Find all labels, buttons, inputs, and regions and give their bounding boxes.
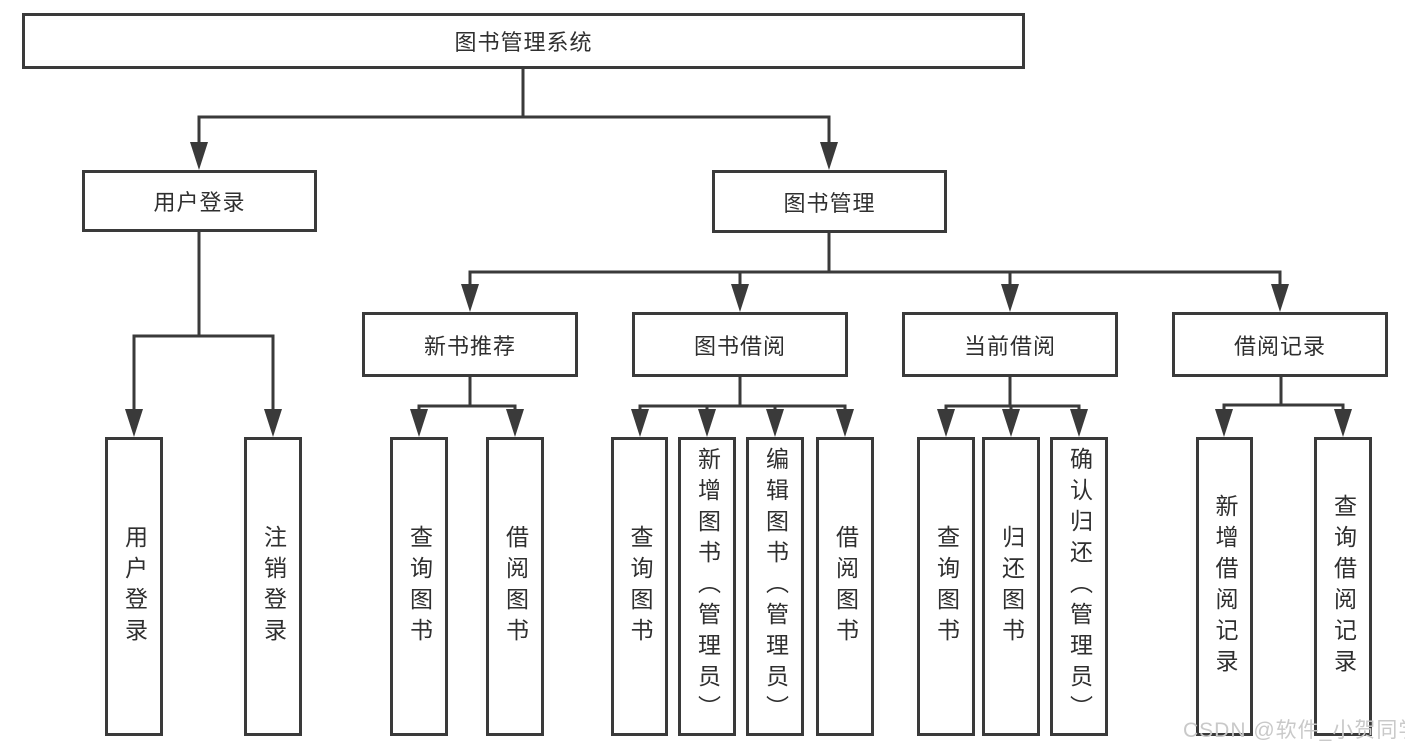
node-leaf-logout: 注销登录 <box>244 437 302 736</box>
node-leaf-add-borrow-record: 新增借阅记录 <box>1196 437 1253 736</box>
node-book-borrow: 图书借阅 <box>632 312 848 377</box>
node-leaf-borrow-books-1: 借阅图书 <box>486 437 544 736</box>
node-leaf-confirm-return-admin: 确认归还（管理员） <box>1050 437 1108 736</box>
node-book-management-branch: 图书管理 <box>712 170 947 233</box>
node-new-book-recommend: 新书推荐 <box>362 312 578 377</box>
node-leaf-borrow-books-2: 借阅图书 <box>816 437 874 736</box>
csdn-watermark: CSDN @软件_小贺同学 <box>1183 719 1405 742</box>
node-leaf-query-books-3: 查询图书 <box>917 437 975 736</box>
node-leaf-query-books-1: 查询图书 <box>390 437 448 736</box>
node-leaf-edit-books-admin: 编辑图书（管理员） <box>746 437 804 736</box>
node-leaf-user-login: 用户登录 <box>105 437 163 736</box>
node-leaf-query-borrow-record: 查询借阅记录 <box>1314 437 1372 736</box>
node-leaf-return-books: 归还图书 <box>982 437 1040 736</box>
node-user-login-branch: 用户登录 <box>82 170 317 232</box>
node-leaf-query-books-2: 查询图书 <box>611 437 668 736</box>
node-root: 图书管理系统 <box>22 13 1025 69</box>
node-borrow-records: 借阅记录 <box>1172 312 1388 377</box>
node-current-borrow: 当前借阅 <box>902 312 1118 377</box>
node-leaf-add-books-admin: 新增图书（管理员） <box>678 437 736 736</box>
